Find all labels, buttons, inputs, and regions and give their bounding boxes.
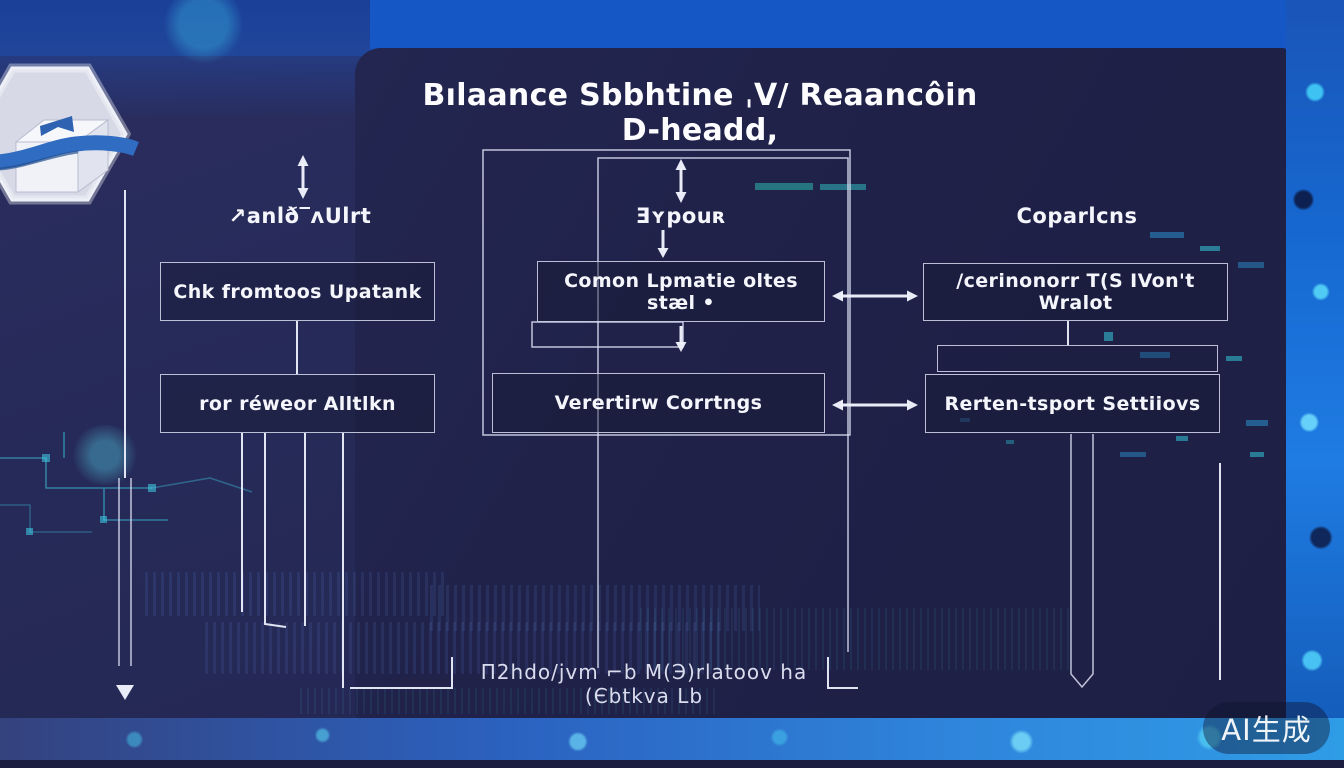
app-logo: [0, 56, 162, 214]
skyline-texture: [205, 622, 725, 674]
skyline-texture: [145, 572, 445, 616]
box-right-2: Rerten-tsport Settiiovs: [925, 374, 1220, 433]
circuit-nodes-icon: [26, 454, 156, 535]
right-tech-strip: [1286, 0, 1344, 768]
skyline-texture: [640, 608, 1070, 670]
double-arrow-vertical-middle-icon: [675, 159, 687, 203]
right-drop-outline: [1070, 434, 1094, 689]
bottom-edge: [0, 760, 1344, 768]
left-long-arrowhead-icon: [116, 685, 134, 700]
pixel-dashes-icon: [755, 183, 1268, 457]
double-arrow-vertical-left-icon: [297, 155, 309, 199]
middle-outer-frame: [482, 149, 851, 436]
left-drop-outline: [118, 478, 132, 666]
skyline-texture: [430, 585, 760, 631]
box-middle-1: Comon Lpmatie oltes stæl •: [537, 261, 825, 322]
column-header-left: ↗anlð‾ʌUlrt: [228, 204, 372, 228]
box-left-1: Chk fromtoos Upatank: [160, 262, 435, 321]
connector-lines: [124, 190, 1221, 689]
box-right-empty: [937, 345, 1218, 372]
cyan-glow-spot: [70, 425, 140, 485]
box-middle-2: Verertirw Corrtngs: [492, 373, 825, 433]
double-arrow-horizontal-row1-icon: [832, 290, 918, 302]
column-header-middle: Ǝʏpouʀ: [635, 204, 727, 228]
middle-sub-frame: [531, 321, 684, 348]
hexagon-cube-logo-icon: [0, 63, 139, 205]
diagram-panel: [355, 48, 1287, 718]
footer-label: П2hdo/jvm ⌐b M(Э)rlatoov ha (Єbtkva Lb: [480, 660, 808, 708]
column-header-right: Coparlcns: [1016, 204, 1138, 228]
down-arrow-subframe-icon: [675, 326, 687, 352]
skyline-texture: [300, 688, 720, 714]
ai-generated-watermark: AI生成: [1203, 702, 1330, 754]
down-arrow-to-box-icon: [657, 230, 669, 258]
double-arrow-horizontal-row2-icon: [832, 399, 918, 411]
diagram-title: Bılaance Sbbhtine ˌV/ Reaancôin D-headd,: [422, 78, 978, 148]
box-right-1: /cerinonorr T(S IVon't Wralot: [923, 263, 1228, 321]
box-left-2: ror réweor Alltlkn: [160, 374, 435, 433]
circuit-lines-icon: [0, 432, 253, 533]
bottom-tech-band: [0, 718, 1344, 761]
